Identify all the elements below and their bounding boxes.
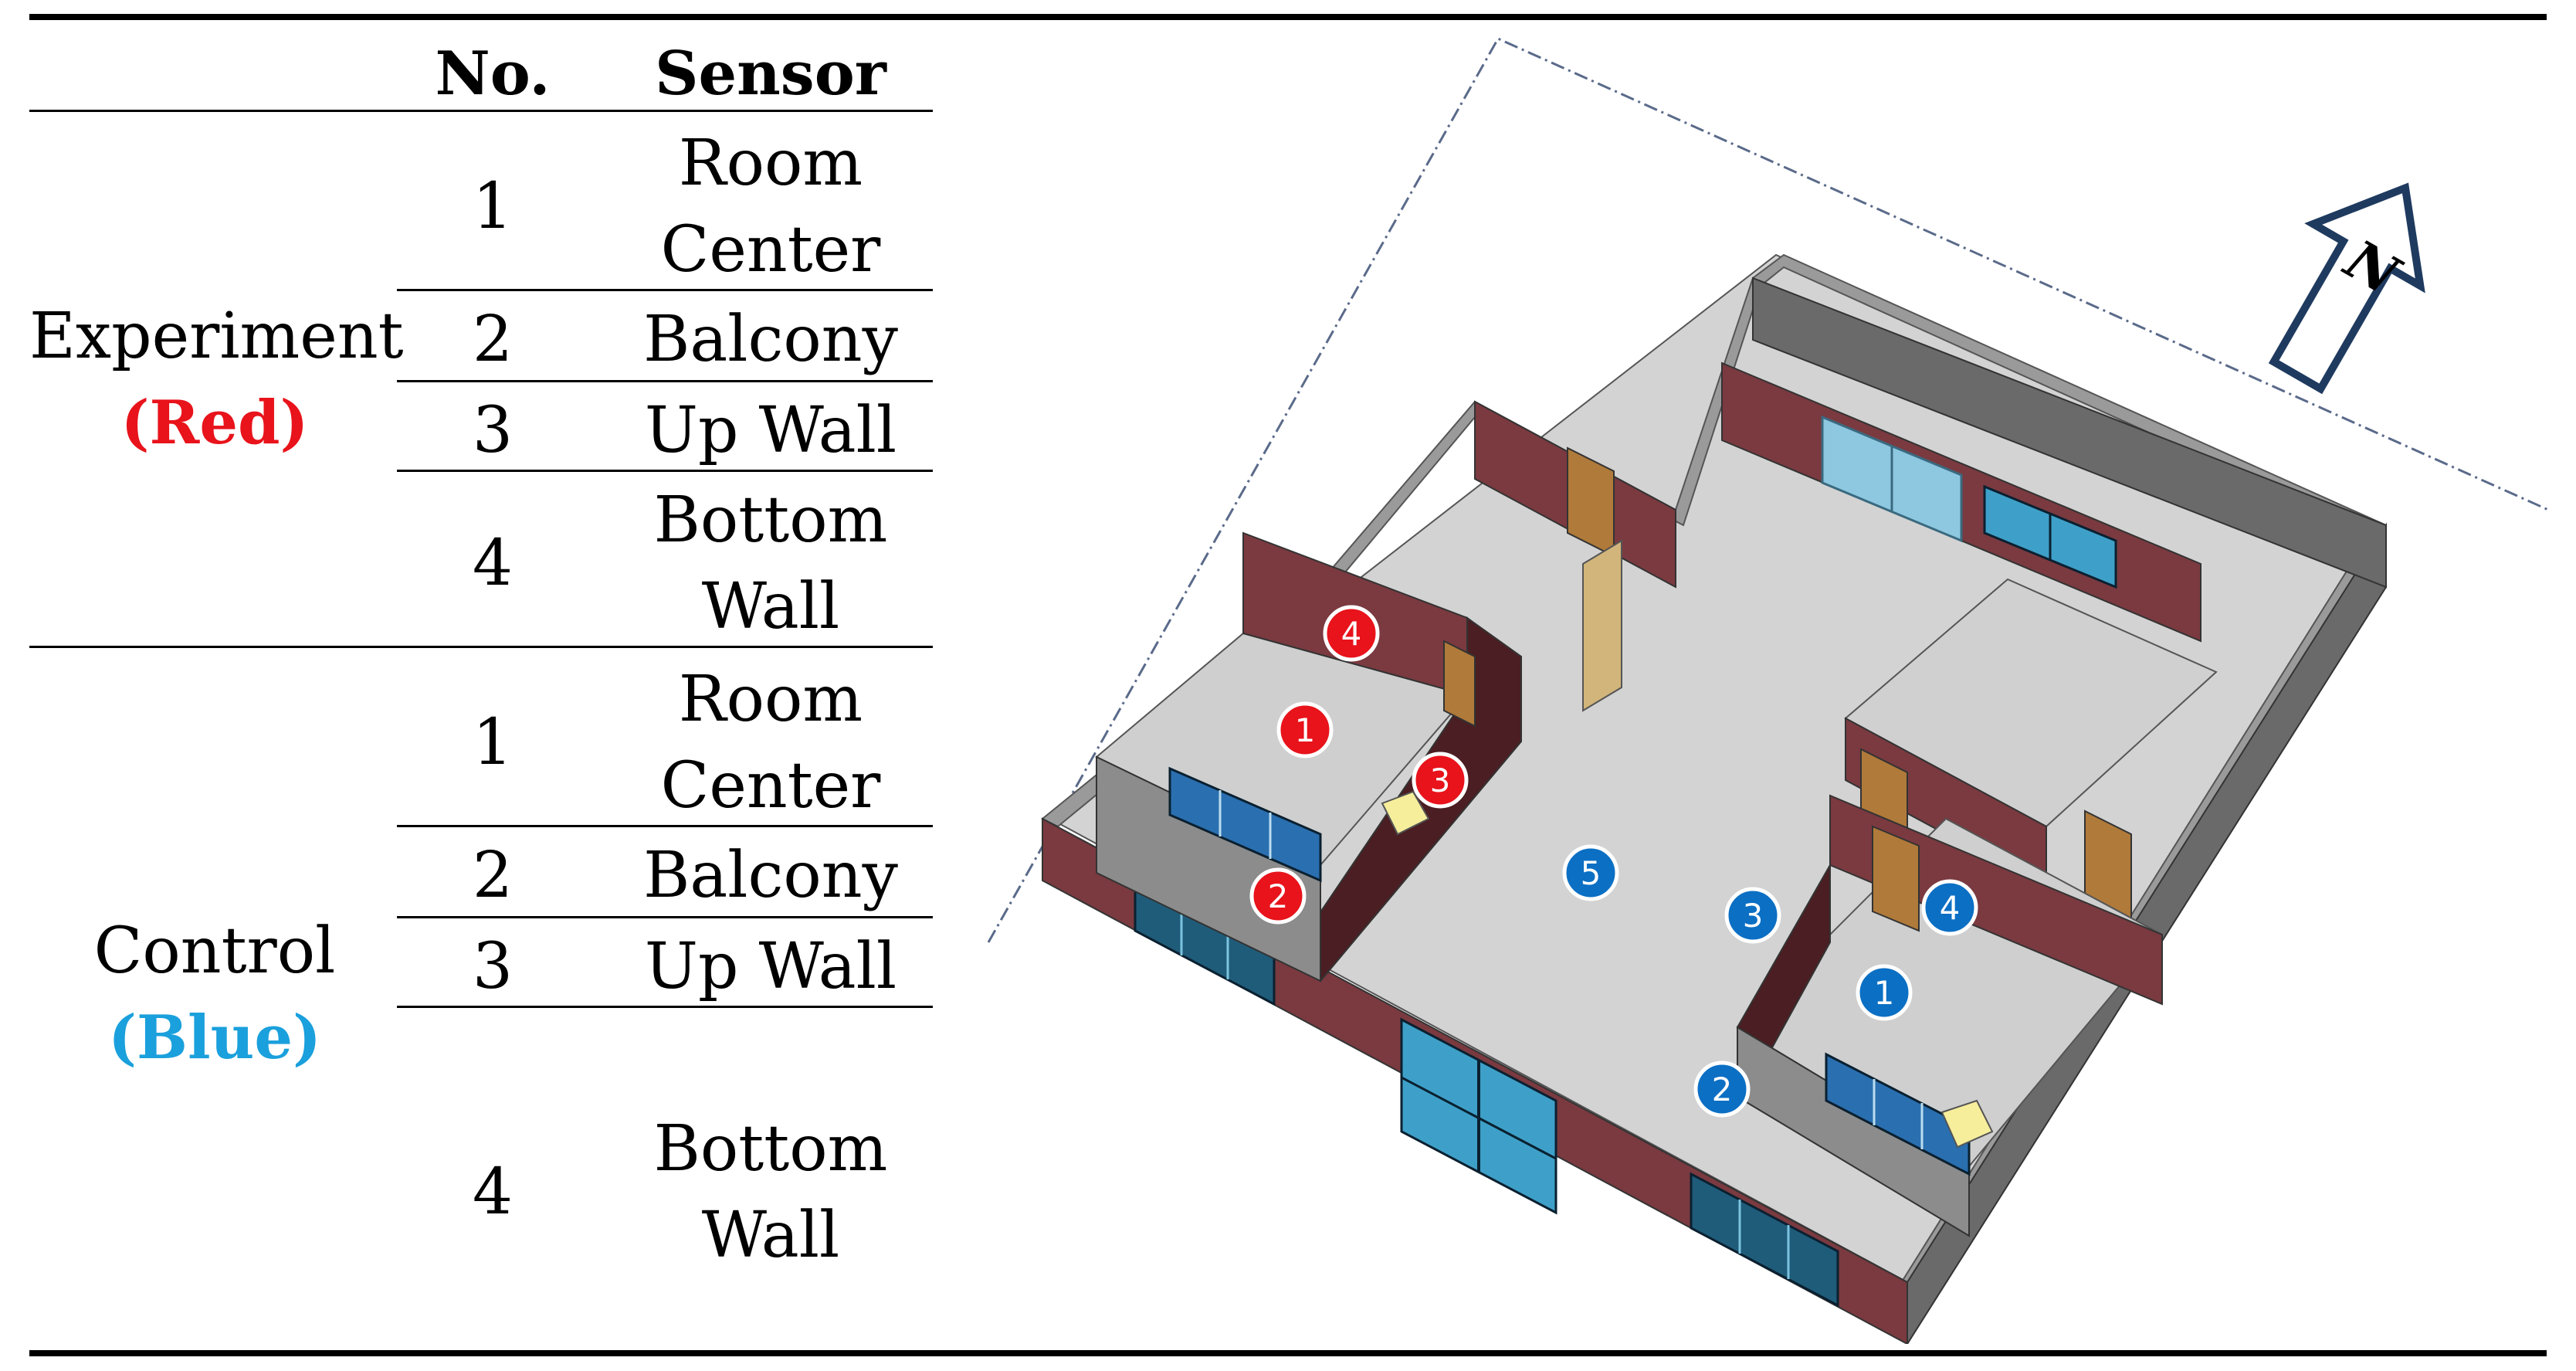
entrance-glass-door [1400,1017,1557,1215]
ctrl-divider-3 [397,1006,933,1008]
group-control-name: Control [93,915,336,988]
exp-row4-sensor-line2: Wall [701,570,840,643]
column [1582,539,1622,712]
control-room-door [1872,825,1920,932]
group-divider [29,646,933,648]
ctrl-row1-no: 1 [472,706,514,779]
exp-row4-sensor-line1: Bottom [653,484,888,557]
blue-marker-3: 3 [1724,887,1781,944]
north-arrow-icon [2268,182,2425,395]
svg-text:1: 1 [1874,974,1895,1012]
exp-divider-3 [397,470,933,472]
group-experiment-color-label: (Red) [120,388,309,458]
north-wall [1752,277,2387,589]
red-marker-1: 1 [1276,701,1334,758]
exp-row2-sensor: Balcony [643,303,898,376]
exp-row2-no: 2 [472,303,514,376]
ctrl-row2-sensor: Balcony [643,839,898,912]
top-rule [29,14,2547,20]
header-divider [29,110,933,112]
group-control-color-label: (Blue) [108,1003,321,1073]
red-marker-4: 4 [1323,605,1380,662]
svg-text:3: 3 [1430,762,1451,799]
ctrl-row4-sensor-line1: Bottom [653,1112,888,1186]
svg-text:4: 4 [1341,615,1362,653]
bottom-rule [29,1350,2547,1356]
svg-text:5: 5 [1581,854,1602,892]
exp-row1-no: 1 [472,170,514,243]
floor-plan-illustration: N 4 1 3 2 5 3 4 1 2 [987,37,2548,1344]
ctrl-row3-no: 3 [472,930,514,1003]
control-room-window [1825,1052,1971,1176]
red-marker-3: 3 [1412,752,1469,809]
exp-row1-sensor-line2: Center [660,213,881,287]
header-sensor: Sensor [655,39,886,109]
ctrl-row3-sensor: Up Wall [644,930,897,1003]
ctrl-row1-sensor-line2: Center [660,749,881,823]
experiment-room-door [1443,640,1476,728]
blue-marker-4: 4 [1921,879,1978,936]
control-ac-unit [1940,1099,1994,1149]
svg-text:3: 3 [1743,897,1764,935]
svg-text:2: 2 [1712,1071,1733,1108]
exp-divider-2 [397,380,933,382]
ctrl-row2-no: 2 [472,839,514,912]
red-marker-2: 2 [1249,867,1307,925]
svg-text:1: 1 [1295,711,1316,749]
svg-text:4: 4 [1940,889,1961,927]
exp-divider-1 [397,289,933,291]
svg-text:2: 2 [1268,877,1289,915]
experiment-room-window [1168,766,1322,883]
ctrl-row4-sensor-line2: Wall [701,1199,840,1272]
blue-marker-1: 1 [1856,964,1913,1021]
exp-row3-no: 3 [472,394,514,467]
exp-row1-sensor-line1: Room [678,127,863,200]
blue-marker-2: 2 [1693,1060,1751,1118]
ctrl-divider-1 [397,825,933,827]
ctrl-divider-2 [397,916,933,918]
outer-window-2 [1690,1172,1839,1308]
north-window-2 [1983,484,2117,589]
ctrl-row4-no: 4 [472,1156,514,1229]
north-window-1 [1821,415,1963,543]
exp-row3-sensor: Up Wall [644,394,897,467]
header-no: No. [435,39,551,109]
exp-row4-no: 4 [472,527,514,600]
ctrl-row1-sensor-line1: Room [678,663,863,736]
experiment-ac-unit [1381,790,1430,836]
group-experiment-name: Experiment [29,300,404,373]
blue-marker-5: 5 [1562,844,1619,901]
